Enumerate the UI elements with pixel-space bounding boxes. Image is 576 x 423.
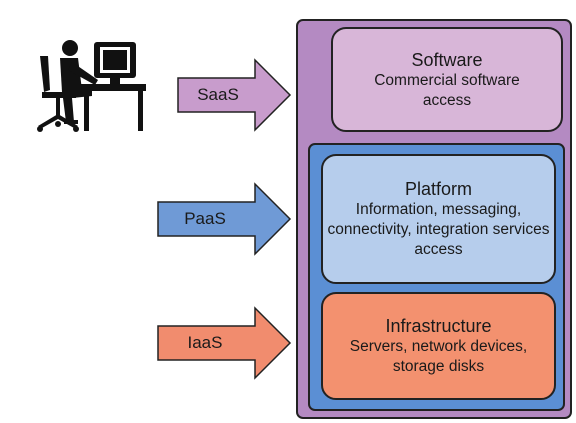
software-description: Commercial software access <box>374 71 520 109</box>
saas-arrow <box>177 58 292 132</box>
paas-arrow <box>157 182 292 256</box>
person-at-computer-icon <box>37 40 146 132</box>
software-box-text: Software Commercial software access <box>336 30 558 129</box>
software-title: Software <box>411 49 483 70</box>
software-box <box>331 27 563 132</box>
saas-label: SaaS <box>197 85 239 104</box>
iaas-arrow <box>157 306 292 380</box>
platform-description: Information, messaging, connectivity, in… <box>327 201 550 258</box>
infrastructure-box <box>321 292 556 400</box>
platform-title: Platform <box>404 179 473 199</box>
infrastructure-description: Servers, network devices, storage disks <box>349 338 528 375</box>
platform-box-text: Platform Information, messaging, connect… <box>324 157 553 281</box>
infrastructure-box-text: Infrastructure Servers, network devices,… <box>324 295 553 397</box>
platform-box <box>321 154 556 284</box>
iaas-label: IaaS <box>187 333 223 352</box>
paas-label: PaaS <box>184 209 226 228</box>
infrastructure-title: Infrastructure <box>385 316 492 336</box>
